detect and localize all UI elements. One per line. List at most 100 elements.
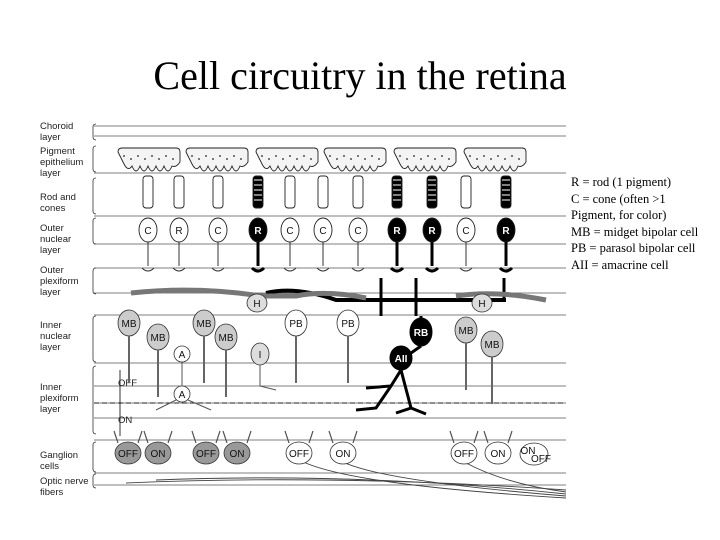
cone-label: C xyxy=(214,226,221,237)
pigment-granule xyxy=(448,158,450,160)
pigment-granule xyxy=(233,155,235,157)
cone-label: C xyxy=(462,226,469,237)
cone-outer-segment xyxy=(284,175,296,209)
bipolar-label: MB xyxy=(122,319,137,330)
ganglion-dendrite xyxy=(191,430,221,444)
photoreceptor-axon xyxy=(424,242,440,273)
pigment-granule xyxy=(399,155,401,157)
pigment-granule xyxy=(329,155,331,157)
cone-label: C xyxy=(319,226,326,237)
pigment-granule xyxy=(296,158,298,160)
pigment-granule xyxy=(343,155,345,157)
photoreceptor-axon xyxy=(459,242,473,272)
ganglion-label: ON xyxy=(151,449,166,460)
rod-outer-segment xyxy=(426,175,438,209)
pigment-granule xyxy=(476,158,478,160)
ganglion-dendrite xyxy=(284,430,314,444)
rod-outer-segment xyxy=(500,175,512,209)
cone-label: C xyxy=(354,226,361,237)
pigment-granule xyxy=(490,158,492,160)
ganglion-dendrite xyxy=(143,430,173,444)
ganglion-dendrite xyxy=(222,430,252,444)
pigment-granule xyxy=(165,155,167,157)
ganglion-label: ON xyxy=(230,449,245,460)
pigment-granule xyxy=(158,158,160,160)
bipolar-label: MB xyxy=(459,326,474,337)
pigment-epithelium-cell xyxy=(117,147,181,172)
pigment-granule xyxy=(413,155,415,157)
cone-outer-segment xyxy=(317,175,329,209)
ganglion-cell xyxy=(285,441,313,465)
bipolar-label: MB xyxy=(151,333,166,344)
legend-midget-bipolar: MB = midget bipolar cell xyxy=(571,224,699,239)
cell-label-a-1: A xyxy=(179,350,186,361)
photoreceptor-axon xyxy=(389,242,405,273)
rod-label: R xyxy=(502,226,510,237)
pigment-granule xyxy=(205,155,207,157)
pigment-granule xyxy=(310,158,312,160)
photoreceptor-axon xyxy=(141,242,155,272)
cell-label-h-2: H xyxy=(478,299,485,310)
cone-label: C xyxy=(144,226,151,237)
cone-outer-segment xyxy=(142,175,154,209)
pigment-granule xyxy=(336,158,338,160)
sublamina-on-label: ON xyxy=(118,415,132,426)
pigment-granule xyxy=(198,158,200,160)
photoreceptor-axon xyxy=(250,242,266,273)
rod-label: R xyxy=(254,226,262,237)
ganglion-cell xyxy=(519,442,549,466)
rod-outer-segment xyxy=(173,175,185,209)
rod-label: R xyxy=(428,226,436,237)
pigment-granule xyxy=(282,158,284,160)
pigment-epithelium xyxy=(117,147,527,172)
rod-outer-segment xyxy=(391,175,403,209)
pigment-granule xyxy=(172,158,174,160)
cone-outer-segment xyxy=(352,175,364,209)
pigment-granule xyxy=(504,158,506,160)
pigment-granule xyxy=(511,155,513,157)
rod-label: R xyxy=(393,226,401,237)
ganglion-label: ON xyxy=(336,449,351,460)
pigment-epithelium-cell xyxy=(323,147,387,172)
ganglion-label: OFF xyxy=(118,449,138,460)
cone-outer-segment xyxy=(460,175,472,209)
legend-parasol-bipolar: PB = parasol bipolar cell xyxy=(571,241,696,255)
pigment-granule xyxy=(130,158,132,160)
pigment-granule xyxy=(268,158,270,160)
ganglion-cell xyxy=(329,441,357,465)
cone-outer-segment xyxy=(212,175,224,209)
cone-label: C xyxy=(286,226,293,237)
pigment-granule xyxy=(123,155,125,157)
pigment-epithelium-cell xyxy=(185,147,249,172)
ganglion-label: OFF xyxy=(196,449,216,460)
legend-cone-cont: Pigment, for color) xyxy=(571,208,667,222)
ganglion-label: ON xyxy=(521,446,536,457)
pigment-granule xyxy=(427,155,429,157)
layer-dividers xyxy=(94,125,566,486)
legend-cone: C = cone (often >1 xyxy=(571,191,666,206)
photoreceptor-axon xyxy=(211,242,225,272)
pigment-granule xyxy=(219,155,221,157)
rod-label: R xyxy=(175,226,182,237)
cell-label-a-2: A xyxy=(179,390,186,401)
optic-nerve-fibers xyxy=(125,457,566,499)
bipolar-label: MB xyxy=(219,333,234,344)
ganglion-cell xyxy=(484,441,512,465)
ganglion-label: OFF xyxy=(531,454,551,465)
photoreceptor-axon xyxy=(172,242,186,272)
pigment-granule xyxy=(240,158,242,160)
ganglion-dendrite xyxy=(483,430,513,444)
ganglion-label: OFF xyxy=(454,449,474,460)
legend: R = rod (1 pigment) C = cone (often >1 P… xyxy=(571,174,720,273)
slide-title: Cell circuitry in the retina xyxy=(153,53,567,98)
pigment-granule xyxy=(364,158,366,160)
ganglion-dendrite xyxy=(113,430,143,444)
